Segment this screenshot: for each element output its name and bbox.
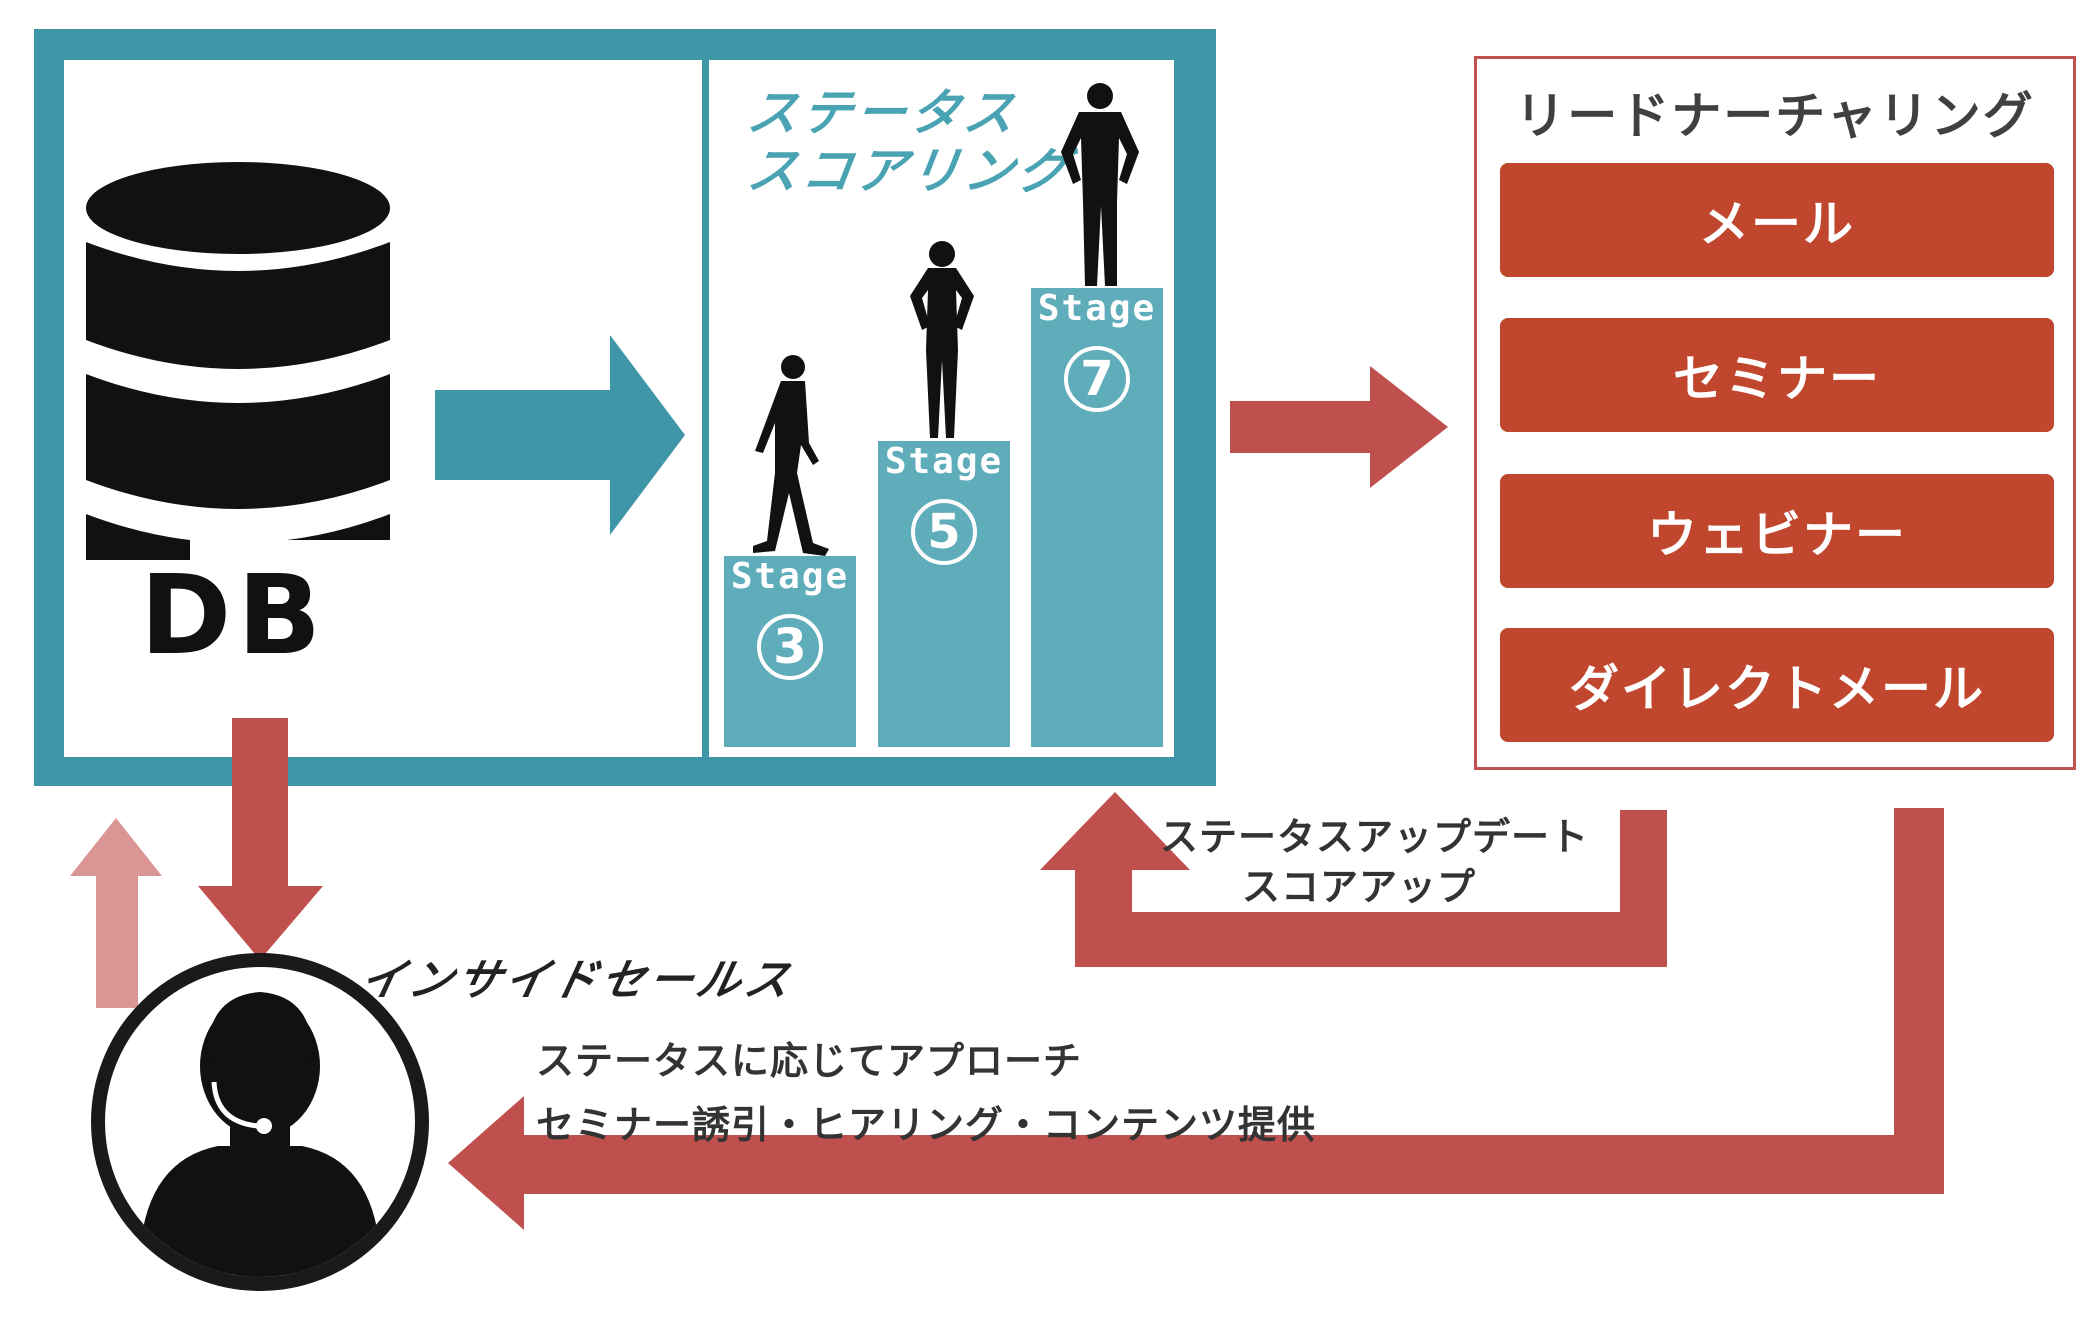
pink-up-arrow	[70, 818, 162, 1008]
status-update-loop-arrow	[1040, 792, 1667, 967]
database-icon	[86, 162, 400, 620]
stage-label: Stage	[730, 556, 850, 597]
lead-item-mail: メール	[1500, 163, 2054, 277]
database-label: DB	[140, 551, 328, 679]
standing-man-icon	[1061, 83, 1139, 286]
stage-number-badge: 7	[1064, 346, 1130, 412]
walking-person-icon	[753, 355, 829, 556]
stage-5-block: Stage 5	[878, 441, 1010, 747]
red-right-arrow	[1230, 366, 1448, 488]
standing-woman-icon	[910, 241, 974, 438]
nurturing-to-sales-arrow	[448, 808, 1944, 1230]
stage-number-badge: 3	[757, 614, 823, 680]
lead-nurturing-title: リードナーチャリング	[1515, 87, 2035, 145]
inside-sales-line2: セミナー誘引・ヒアリング・コンテンツ提供	[536, 1103, 1317, 1147]
lead-item-seminar: セミナー	[1500, 318, 2054, 432]
operator-headset-icon	[91, 953, 429, 1291]
stage-label: Stage	[884, 441, 1004, 482]
scoring-title-line1: ステータス	[743, 84, 1023, 142]
feedback-line1: ステータスアップデート	[1160, 815, 1590, 859]
red-down-arrow	[198, 718, 323, 960]
stage-number-badge: 5	[911, 499, 977, 565]
lead-item-direct-mail: ダイレクトメール	[1500, 628, 2054, 742]
scoring-title-line2: スコアリング	[743, 142, 1077, 200]
feedback-line2: スコアアップ	[1242, 865, 1477, 909]
stage-label: Stage	[1037, 288, 1157, 329]
teal-right-arrow	[435, 335, 685, 535]
inside-sales-line1: ステータスに応じてアプローチ	[536, 1039, 1083, 1083]
stage-3-block: Stage 3	[724, 556, 856, 747]
stage-7-block: Stage 7	[1031, 288, 1163, 747]
lead-item-webinar: ウェビナー	[1500, 474, 2054, 588]
